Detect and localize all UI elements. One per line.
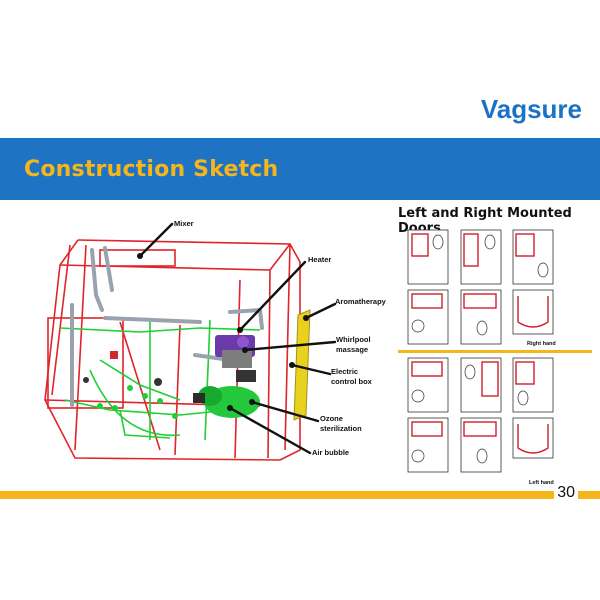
green-nozzles [97,385,178,419]
layout-l4 [407,417,449,473]
label-mixer: Mixer [174,219,194,228]
whirlpool-pump [215,335,255,368]
layout-r5 [460,289,502,345]
air-blower [193,386,260,418]
layout-l3 [512,357,554,413]
label-ozone-1: Ozone [320,414,343,423]
label-electric-1: Electric [331,367,358,376]
page-number: 30 [554,484,578,502]
label-air-bubble: Air bubble [312,448,349,457]
page-title: Construction Sketch [24,157,279,182]
caption-right-hand: Right hand [527,341,556,347]
label-electric-2: control box [331,377,373,386]
label-whirlpool-1: Whirlpool [336,335,371,344]
layout-l6 [512,417,554,459]
brand-logo-text: Vagsure [480,94,582,124]
title-banner: Construction Sketch [0,138,600,200]
label-aromatherapy: Aromatherapy [335,297,387,306]
footer-bar [0,491,600,499]
layout-r2 [460,229,502,285]
label-ozone-2: sterilization [320,424,362,433]
label-whirlpool-2: massage [336,345,368,354]
caption-left-hand: Left hand [529,480,554,486]
control-box [293,309,311,421]
door-layouts: Right hand Left hand [407,229,556,486]
construction-sketch: Mixer Heater Aromatherapy Whirlpool mass… [44,219,387,461]
layout-l5 [460,417,502,473]
section-divider [398,350,592,353]
label-heater: Heater [308,255,331,264]
callout-lines [138,222,337,455]
layout-r3 [512,229,554,285]
grey-pipes [70,246,264,407]
callout-dots [137,253,309,411]
